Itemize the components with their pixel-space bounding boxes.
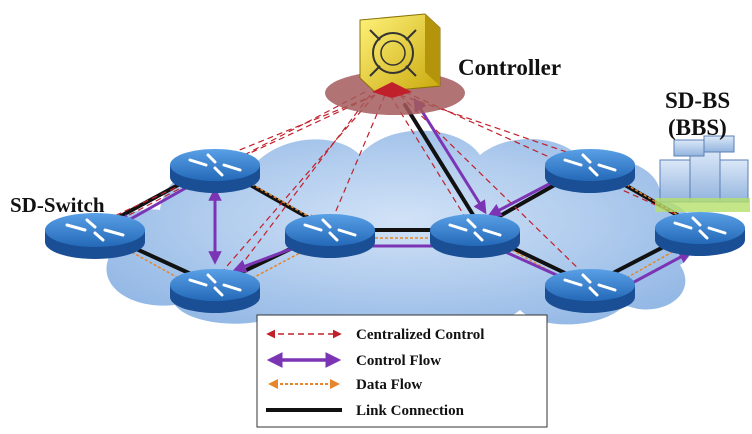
sd-switch (545, 269, 635, 313)
sd-switch-router-icon (170, 149, 260, 193)
legend-centralized-control-label: Centralized Control (356, 327, 484, 343)
controller (325, 13, 465, 115)
sdbs-label-line1: SD-BS (665, 88, 730, 113)
sd-switch-router-icon (545, 269, 635, 313)
sd-switch-router-icon (655, 212, 745, 256)
sd-switch-router-icon (285, 214, 375, 258)
sd-switch (170, 149, 260, 193)
sd-switch (430, 214, 520, 258)
sd-switch (655, 212, 745, 256)
sd-switch-router-icon (45, 213, 145, 259)
legend-control-flow-label: Control Flow (356, 353, 441, 369)
server-rack-icon (655, 135, 750, 212)
sd-switch-router-icon (430, 214, 520, 258)
control-line (329, 94, 386, 226)
sd-switch (45, 213, 145, 259)
sd-switch-router-icon (545, 149, 635, 193)
controller-server-icon (359, 13, 441, 98)
controller-label: Controller (458, 55, 561, 80)
sd-switch (170, 269, 260, 313)
sdswitch-label: SD-Switch (10, 193, 105, 217)
legend-link-connection-label: Link Connection (356, 403, 465, 419)
sd-switch-router-icon (170, 269, 260, 313)
sdbs-label-line2: (BBS) (668, 115, 727, 140)
control-flow-line (413, 97, 487, 215)
sd-switch (285, 214, 375, 258)
switches (45, 149, 635, 313)
sd-switch (545, 149, 635, 193)
control-line (389, 94, 471, 226)
legend: Centralized Control Control Flow Data Fl… (256, 314, 548, 428)
control-line (214, 94, 376, 161)
base-station (655, 135, 750, 256)
legend-data-flow-label: Data Flow (356, 377, 422, 393)
